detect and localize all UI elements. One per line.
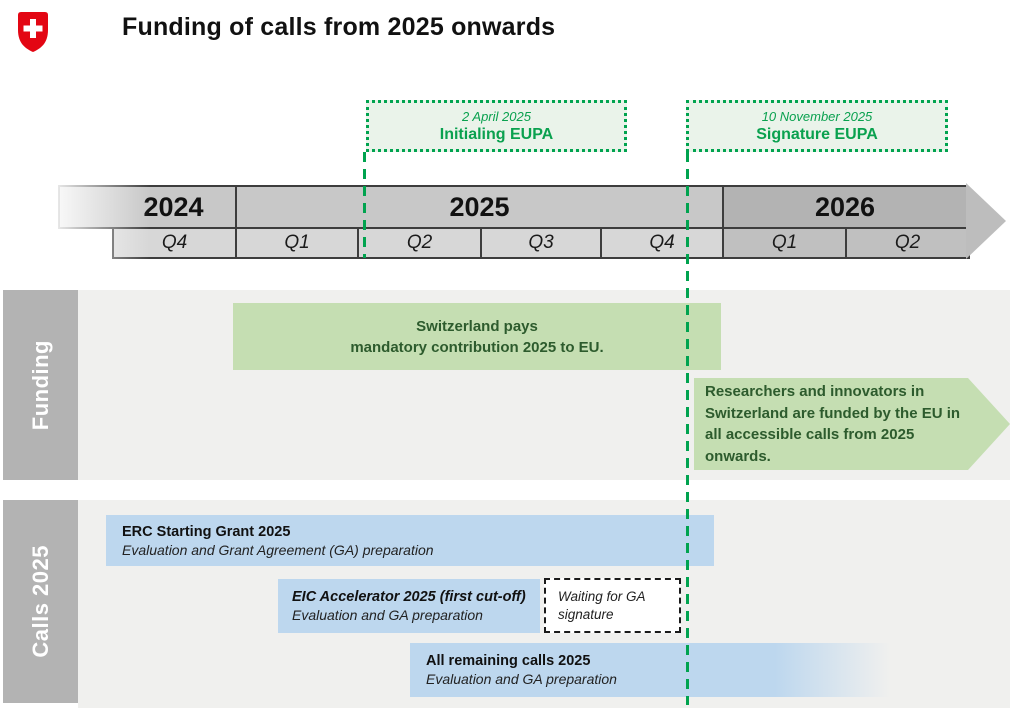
bar-title: ERC Starting Grant 2025 <box>122 523 291 540</box>
calls-section-label: Calls 2025 <box>3 500 78 703</box>
quarter-cell-q1-2025: Q1 <box>235 227 359 259</box>
funded-by-eu-arrow: Researchers and innovators in Switzerlan… <box>694 378 1010 470</box>
timeline-left-fade <box>0 182 150 262</box>
funded-by-eu-text: Researchers and innovators in Switzerlan… <box>705 383 961 465</box>
quarter-cell-q2-2025: Q2 <box>357 227 482 259</box>
quarter-cell-q2-2026: Q2 <box>845 227 970 259</box>
contribution-bar: Switzerland pays mandatory contribution … <box>233 303 721 370</box>
milestone-line-initialing <box>363 152 366 258</box>
year-cell-2026: 2026 <box>722 185 968 229</box>
milestone-initialing-eupa: 2 April 2025 Initialing EUPA <box>366 100 627 152</box>
milestone-signature-eupa: 10 November 2025 Signature EUPA <box>686 100 948 152</box>
funding-label-text: Funding <box>27 339 53 431</box>
waiting-for-ga-box: Waiting for GA signature <box>544 578 681 633</box>
timeline-arrowhead <box>966 183 1006 259</box>
waiting-line2: signature <box>558 606 614 622</box>
milestone-line-signature <box>686 152 689 705</box>
funding-section-label: Funding <box>3 290 78 480</box>
bar-all-remaining-calls: All remaining calls 2025 Evaluation and … <box>410 643 890 697</box>
contribution-line2: mandatory contribution 2025 to EU. <box>350 338 604 356</box>
bar-title: All remaining calls 2025 <box>426 653 591 669</box>
bar-eic-accelerator: EIC Accelerator 2025 (first cut-off) Eva… <box>278 579 540 633</box>
contribution-line1: Switzerland pays <box>416 317 538 335</box>
milestone-date: 10 November 2025 <box>761 109 873 124</box>
quarter-cell-q3-2025: Q3 <box>480 227 602 259</box>
milestone-label: Initialing EUPA <box>439 126 554 143</box>
year-cell-2025: 2025 <box>235 185 724 229</box>
milestone-label: Signature EUPA <box>756 126 878 143</box>
calls-label-text: Calls 2025 <box>27 545 53 658</box>
waiting-line1: Waiting for GA <box>558 588 646 604</box>
bar-erc-starting-grant: ERC Starting Grant 2025 Evaluation and G… <box>106 515 714 566</box>
bar-subtitle: Evaluation and Grant Agreement (GA) prep… <box>122 541 434 558</box>
milestone-date: 2 April 2025 <box>462 109 531 124</box>
page-title: Funding of calls from 2025 onwards <box>122 13 556 41</box>
swiss-cross-shield-icon <box>18 12 48 52</box>
bar-subtitle: Evaluation and GA preparation <box>292 607 483 623</box>
bar-subtitle: Evaluation and GA preparation <box>426 671 617 687</box>
quarter-cell-q1-2026: Q1 <box>722 227 847 259</box>
bar-title: EIC Accelerator 2025 (first cut-off) <box>292 589 526 605</box>
quarter-cell-q4-2025: Q4 <box>600 227 724 259</box>
